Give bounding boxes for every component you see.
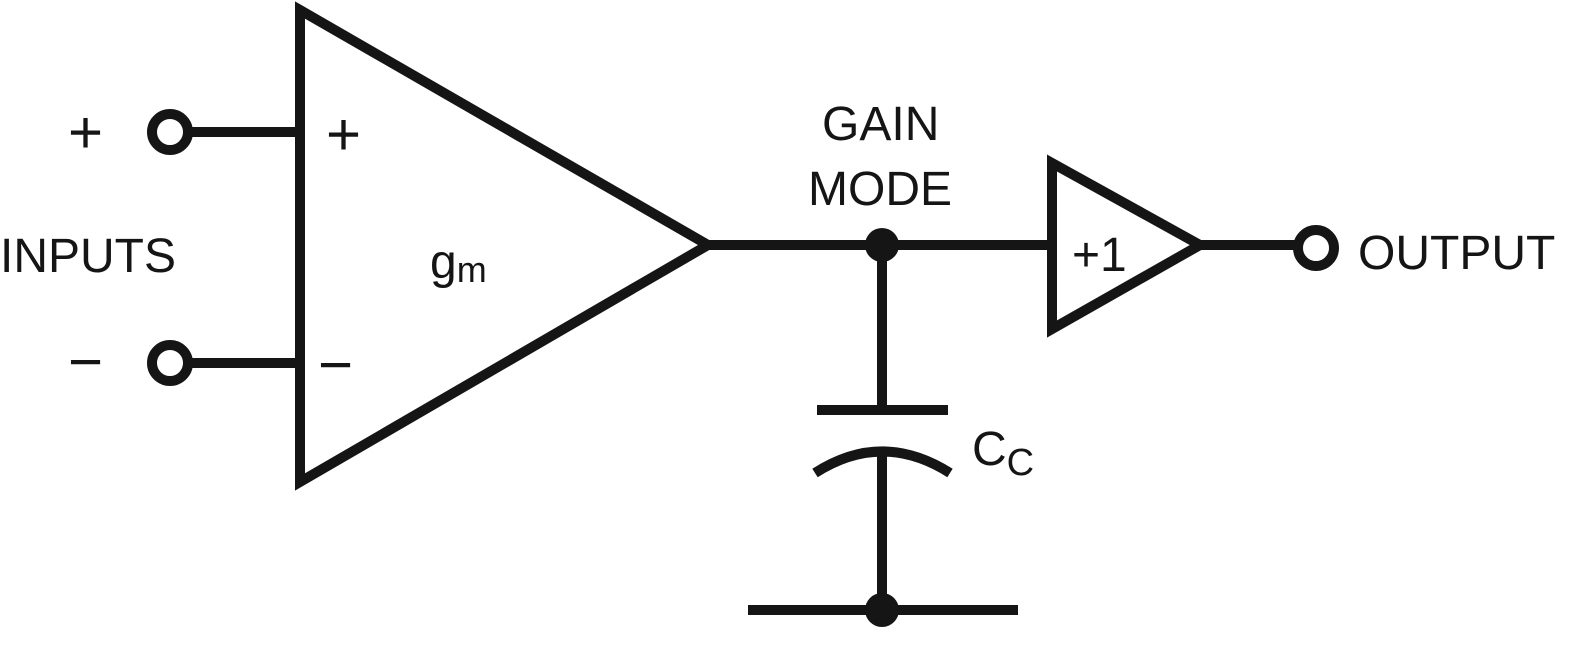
- ground-node-dot: [865, 593, 899, 627]
- gm-label: gm: [430, 236, 487, 290]
- gm-main: g: [430, 236, 457, 289]
- capacitor-label: CC: [972, 423, 1034, 484]
- inputs-label: INPUTS: [0, 230, 176, 283]
- gm-amplifier-triangle: [295, 1, 718, 491]
- buffer-gain-label: +1: [1072, 229, 1127, 282]
- plus-input-terminal: [147, 109, 193, 155]
- opamp-minus-symbol: −: [318, 331, 353, 398]
- opamp-plus-symbol: +: [326, 101, 361, 168]
- output-label: OUTPUT: [1358, 227, 1555, 280]
- unity-buffer-triangle: [1047, 154, 1211, 338]
- gm-subscript: m: [457, 249, 487, 290]
- gain-node-label-line2: MODE: [808, 163, 952, 216]
- minus-input-terminal: [147, 340, 193, 386]
- minus-terminal-symbol: −: [68, 328, 103, 395]
- output-terminal: [1293, 225, 1339, 271]
- capacitor-main: C: [972, 423, 1007, 476]
- plus-terminal-symbol: +: [68, 99, 103, 166]
- gain-node-label-line1: GAIN: [822, 98, 939, 151]
- capacitor-subscript: C: [1007, 442, 1034, 484]
- capacitor-curved-plate: [812, 446, 953, 478]
